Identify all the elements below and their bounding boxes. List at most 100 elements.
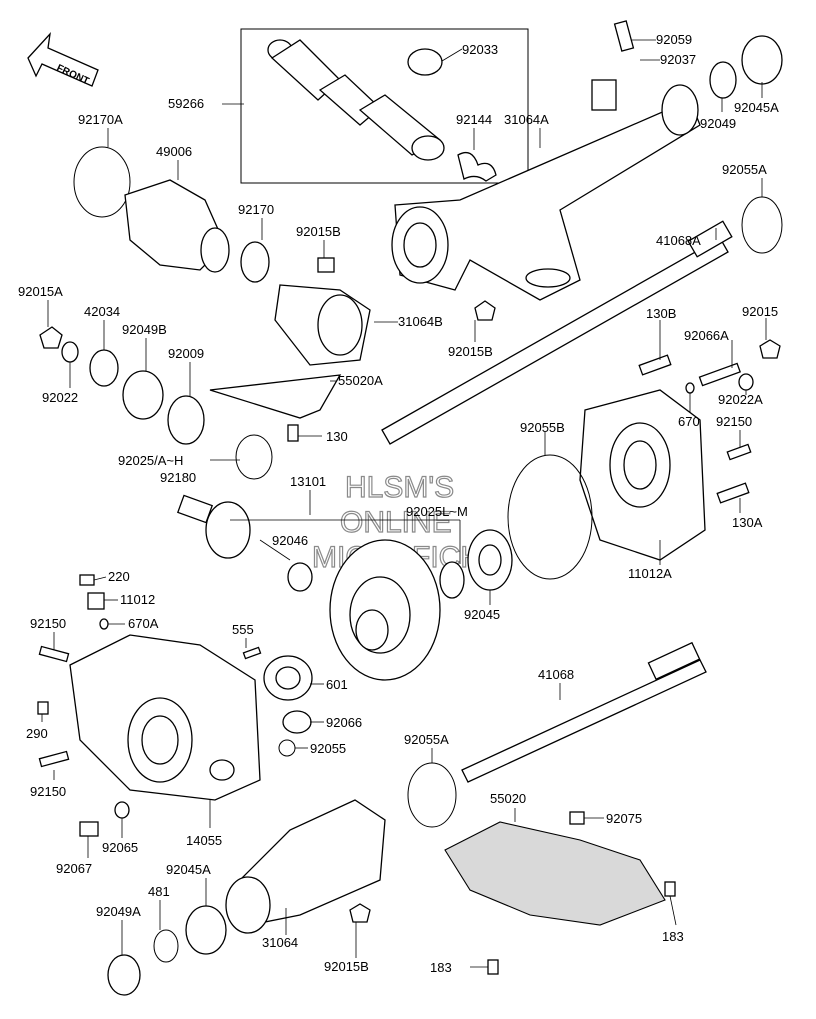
shim-92025l xyxy=(439,561,465,599)
circlip-92033 xyxy=(407,48,443,76)
label-31064a: 31064A xyxy=(504,112,549,127)
pin-92059 xyxy=(613,20,635,52)
label-92015b-upper: 92015B xyxy=(296,224,341,239)
label-92015: 92015 xyxy=(742,304,778,319)
nut-92015-right xyxy=(759,339,781,359)
label-183-right: 183 xyxy=(662,929,684,944)
label-55020a: 55020A xyxy=(338,373,383,388)
label-92015a: 92015A xyxy=(18,284,63,299)
nut-92015b-upper xyxy=(317,257,335,273)
label-92055: 92055 xyxy=(310,741,346,756)
label-92022: 92022 xyxy=(42,390,78,405)
label-92065: 92065 xyxy=(102,840,138,855)
label-92075: 92075 xyxy=(606,811,642,826)
leader-lines xyxy=(41,39,767,968)
axle-41068a xyxy=(381,220,733,445)
label-130b: 130B xyxy=(646,306,676,321)
watermark-line-2: ONLINE xyxy=(340,506,452,539)
label-183-bottom: 183 xyxy=(430,960,452,975)
washer-92022a xyxy=(738,373,754,391)
label-601: 601 xyxy=(326,677,348,692)
bolt-183-bottom xyxy=(487,959,499,975)
label-41068a: 41068A xyxy=(656,233,701,248)
label-92045a: 92045A xyxy=(734,100,779,115)
seal-92049 xyxy=(709,61,737,99)
label-130: 130 xyxy=(326,429,348,444)
seal-92049a xyxy=(107,954,141,996)
joint-shaft-59266 xyxy=(267,39,445,161)
label-31064b: 31064B xyxy=(398,314,443,329)
circlip-481 xyxy=(153,929,179,963)
label-11012: 11012 xyxy=(120,592,155,607)
label-92150-right: 92150 xyxy=(716,414,752,429)
label-11012a: 11012A xyxy=(628,566,672,581)
inset-box xyxy=(240,28,529,184)
label-92022a: 92022A xyxy=(718,392,763,407)
nut-92015a xyxy=(39,326,63,349)
label-92037: 92037 xyxy=(660,52,696,67)
bearing-42034 xyxy=(89,349,119,387)
label-555: 555 xyxy=(232,622,254,637)
seal-92049b xyxy=(122,370,164,420)
clamp-92170 xyxy=(240,241,270,283)
label-481: 481 xyxy=(148,884,170,899)
label-42034: 42034 xyxy=(84,304,120,319)
label-92045a-lower: 92045A xyxy=(166,862,211,877)
watermark-line-1: HLSM'S xyxy=(345,471,454,504)
plug-92067 xyxy=(79,821,99,837)
part-labels: 92033 59266 92059 92037 92045A 92049 310… xyxy=(18,32,779,975)
pin-670a xyxy=(99,618,109,630)
label-92015b-mid: 92015B xyxy=(448,344,493,359)
bolt-130a xyxy=(716,482,750,504)
bearing-92045a xyxy=(741,35,783,85)
label-92066a: 92066A xyxy=(684,328,729,343)
o-ring-92055 xyxy=(278,739,296,757)
label-13101: 13101 xyxy=(290,474,326,489)
pin-670 xyxy=(685,382,695,394)
label-55020: 55020 xyxy=(490,791,526,806)
label-130a: 130A xyxy=(732,515,763,530)
spring-92144 xyxy=(457,151,497,182)
label-92170: 92170 xyxy=(238,202,274,217)
label-92059: 92059 xyxy=(656,32,692,47)
plug-92066 xyxy=(282,710,312,734)
nut-92015b-mid xyxy=(474,300,496,321)
label-49006: 49006 xyxy=(156,144,192,159)
nut-92015b-lower xyxy=(349,903,371,923)
ring-gear xyxy=(329,539,441,681)
o-ring-92055a-lower xyxy=(407,762,457,828)
guard-55020a xyxy=(209,374,342,419)
label-41068: 41068 xyxy=(538,667,574,682)
bearing-92046 xyxy=(287,562,313,592)
label-670a: 670A xyxy=(128,616,159,631)
bearing-92045a-lower xyxy=(185,905,227,955)
label-670: 670 xyxy=(678,414,700,429)
bolt-130b xyxy=(638,354,672,376)
label-92150-lower-left: 92150 xyxy=(30,784,66,799)
clamp-92170a xyxy=(73,146,131,218)
label-92046: 92046 xyxy=(272,533,308,548)
label-92144: 92144 xyxy=(456,112,492,127)
shim-92009 xyxy=(167,395,205,445)
washer-92065 xyxy=(114,801,130,819)
stud-92150-upper-left xyxy=(38,645,70,663)
label-92180: 92180 xyxy=(160,470,196,485)
front-arrow-icon: FRONT xyxy=(27,32,99,87)
label-59266: 59266 xyxy=(168,96,204,111)
label-92150-upper-left: 92150 xyxy=(30,616,66,631)
bolt-220 xyxy=(79,574,95,586)
label-220: 220 xyxy=(108,569,130,584)
label-92067: 92067 xyxy=(56,861,92,876)
label-92033: 92033 xyxy=(462,42,498,57)
label-92049a: 92049A xyxy=(96,904,141,919)
label-92170a: 92170A xyxy=(78,112,123,127)
label-31064: 31064 xyxy=(262,935,298,950)
stud-92150-right xyxy=(726,443,752,461)
label-14055: 14055 xyxy=(186,833,222,848)
label-92049: 92049 xyxy=(700,116,736,131)
tube-31064 xyxy=(225,799,386,934)
skid-plate-55020 xyxy=(444,821,666,926)
bolt-130 xyxy=(287,424,299,442)
